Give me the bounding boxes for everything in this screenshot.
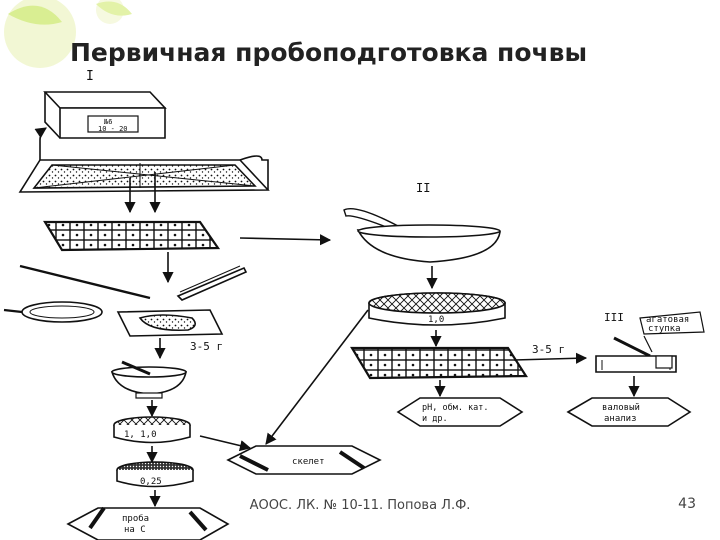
decorative-leaf [8, 5, 62, 25]
stage-label-3: III [604, 311, 624, 324]
small-soil-sheet [116, 309, 224, 337]
page-title: Первичная пробоподготовка почвы [70, 38, 588, 67]
gross-analysis-tag: валовый анализ [566, 397, 692, 427]
arrow-to-agate [513, 352, 588, 364]
arrow-return [34, 127, 47, 165]
mass-label-1: 3-5 г [190, 340, 223, 353]
large-sieve: 1,0 [368, 292, 506, 326]
mass-label-2: 3-5 г [532, 343, 565, 356]
small-sieve-2: 0,25 [116, 461, 194, 488]
arrow-to-skeleton [265, 309, 369, 445]
carbon-label-line-2: на С [124, 525, 146, 535]
ph-label-line-2: и др. [422, 414, 448, 424]
gross-label-line-2: анализ [604, 414, 637, 424]
sample-box: №6 10 - 20 [43, 91, 167, 139]
small-sieve-1: 1, 1,0 [113, 416, 191, 444]
glass-rod [19, 264, 151, 300]
skeleton-tag: скелет [226, 445, 382, 475]
page-number: 43 [678, 496, 696, 512]
agate-mortar-callout: агатовая ступка [639, 311, 705, 353]
sample-tray-2 [350, 346, 528, 380]
stage-label-2: II [416, 181, 430, 195]
stage-label-1: I [86, 69, 94, 84]
mortar-small [110, 360, 187, 399]
agate-label-line-1: агатовая [646, 315, 689, 325]
decorative-corner [4, 0, 132, 68]
footer-source: АООС. ЛК. № 10-11. Попова Л.Ф. [249, 498, 471, 513]
box-sublabel: 10 - 20 [98, 125, 128, 133]
tweezers [176, 266, 248, 301]
arrow-to-grinding [239, 234, 332, 246]
ph-label-line-1: pH, обм. кат. [422, 402, 489, 413]
sample-tray [43, 220, 221, 252]
petri-dish [3, 301, 103, 323]
carbon-sample-tag: проба на С [66, 506, 230, 540]
small-sieve-1-label: 1, 1,0 [124, 430, 157, 440]
arrow-to-skeleton-left [199, 435, 252, 452]
small-sieve-2-label: 0,25 [140, 477, 162, 487]
decorative-leaf [96, 1, 132, 16]
gross-label-line-1: валовый [602, 403, 640, 413]
soil-spread-sheet [18, 155, 270, 193]
ph-analysis-tag: pH, обм. кат. и др. [396, 397, 524, 427]
carbon-label-line-1: проба [122, 513, 149, 524]
agate-mortar [595, 336, 677, 373]
mortar-large [343, 208, 501, 263]
skeleton-label: скелет [292, 457, 325, 467]
box-label: №6 [103, 118, 112, 126]
large-sieve-label: 1,0 [428, 315, 444, 325]
agate-label-line-2: ступка [648, 324, 681, 334]
